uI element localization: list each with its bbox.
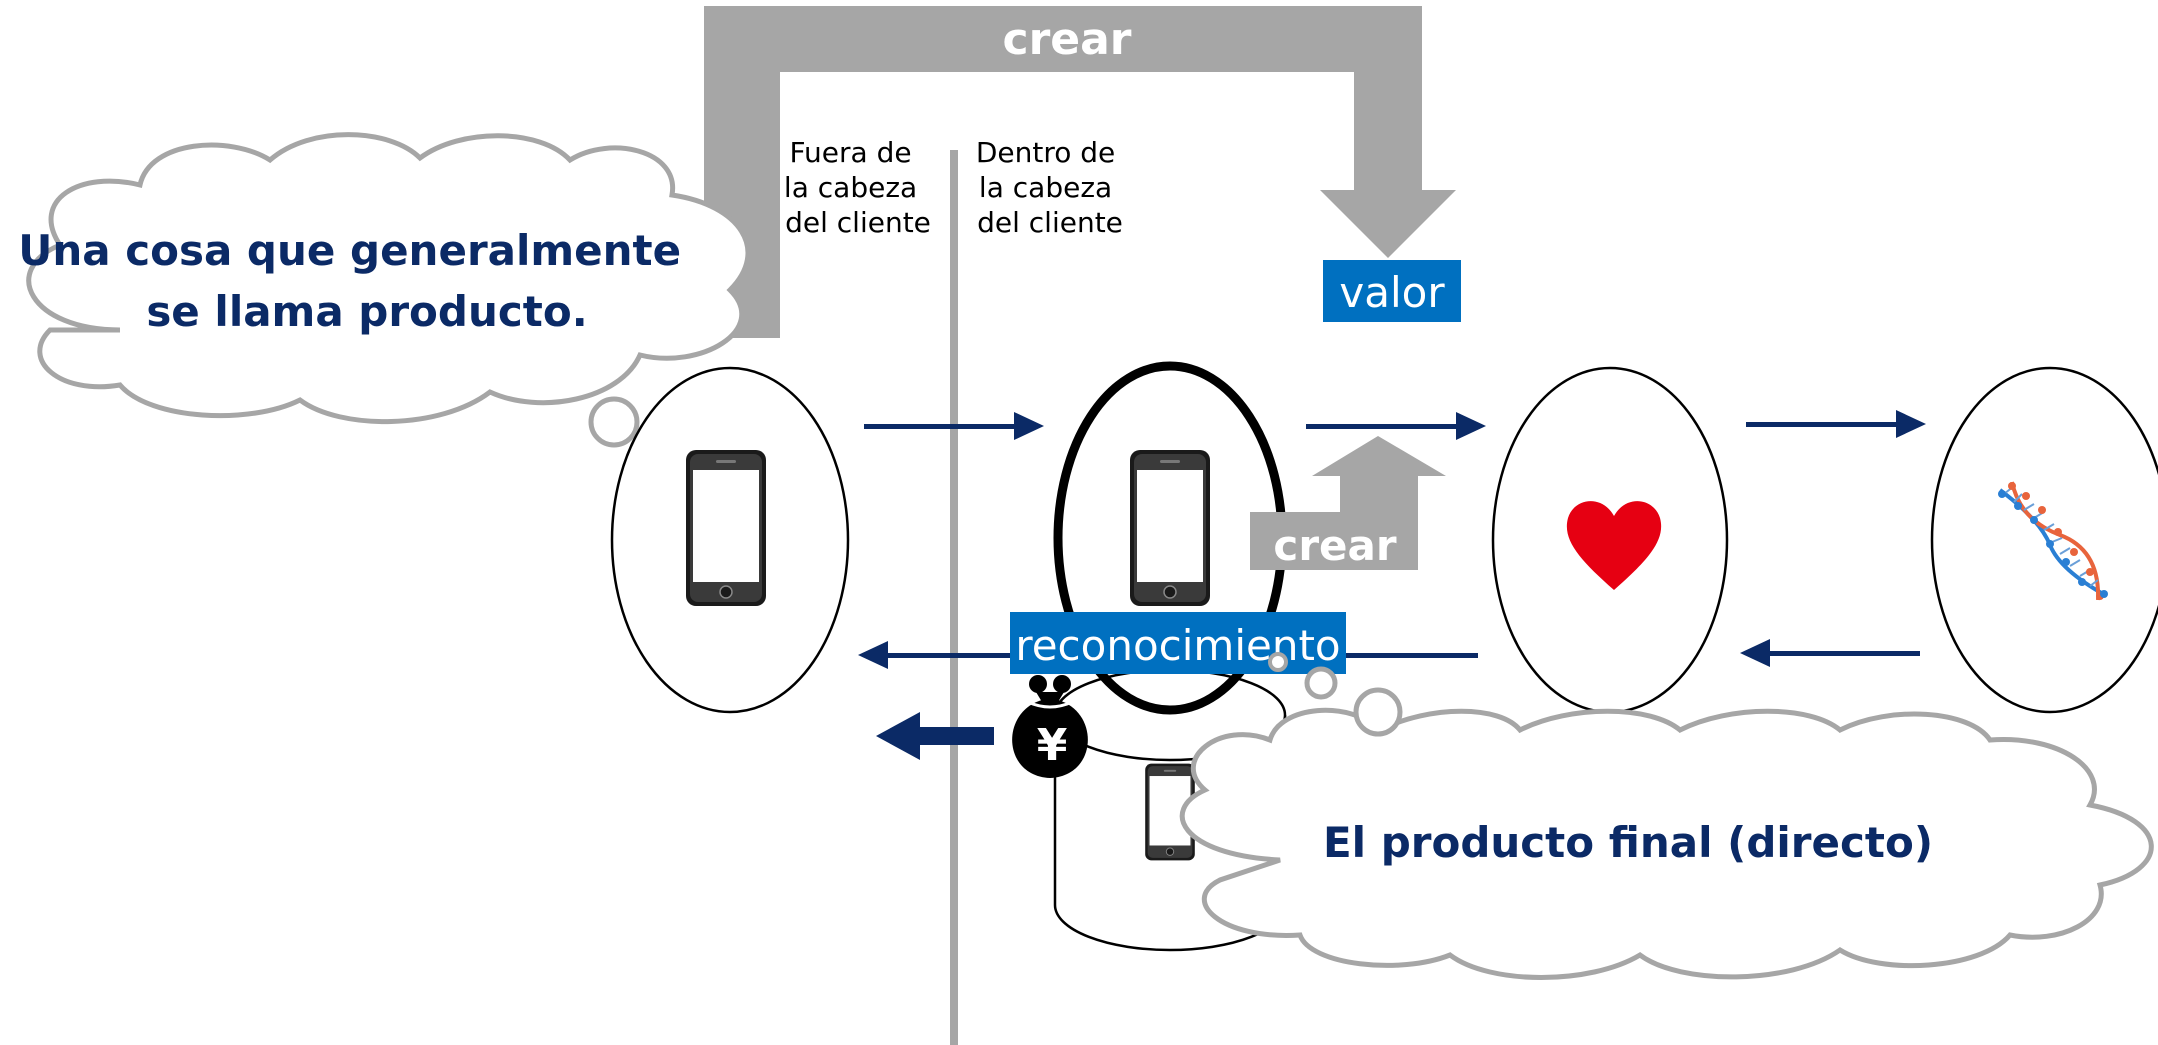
smartphone-icon (685, 449, 767, 607)
reconocimiento-label-box (1010, 612, 1346, 674)
valor-label-box (1323, 260, 1461, 322)
thought-cloud-left: Una cosa que generalmente se llama produ… (18, 132, 751, 472)
valor-label: valor (1339, 268, 1445, 317)
head-divider-line (950, 150, 958, 1045)
thought-cloud-right: El producto final (directo) (1179, 652, 2154, 980)
cloud-right-text: El producto final (directo) (1323, 818, 1933, 867)
smartphone-icon (1129, 449, 1211, 607)
svg-text:¥: ¥ (1037, 720, 1068, 771)
money-bag-icon: ¥ (1012, 675, 1088, 778)
forward-arrows (864, 410, 1926, 440)
outside-head-label: Fuera de la cabeza del cliente (784, 136, 931, 239)
cloud-left-text: Una cosa que generalmente se llama produ… (18, 226, 695, 336)
crear-top-label: crear (1002, 14, 1131, 65)
heart-icon (1566, 501, 1662, 590)
ellipse-dna (1930, 366, 2158, 714)
inside-head-label: Dentro de la cabeza del cliente (976, 136, 1124, 239)
crear-small-arrow (1250, 436, 1446, 570)
backward-arrows (858, 639, 1920, 760)
dna-icon (1998, 481, 2108, 601)
crear-top-arrow (704, 6, 1456, 338)
reconocimiento-label: reconocimiento (1015, 621, 1340, 670)
crear-small-label: crear (1273, 521, 1396, 570)
